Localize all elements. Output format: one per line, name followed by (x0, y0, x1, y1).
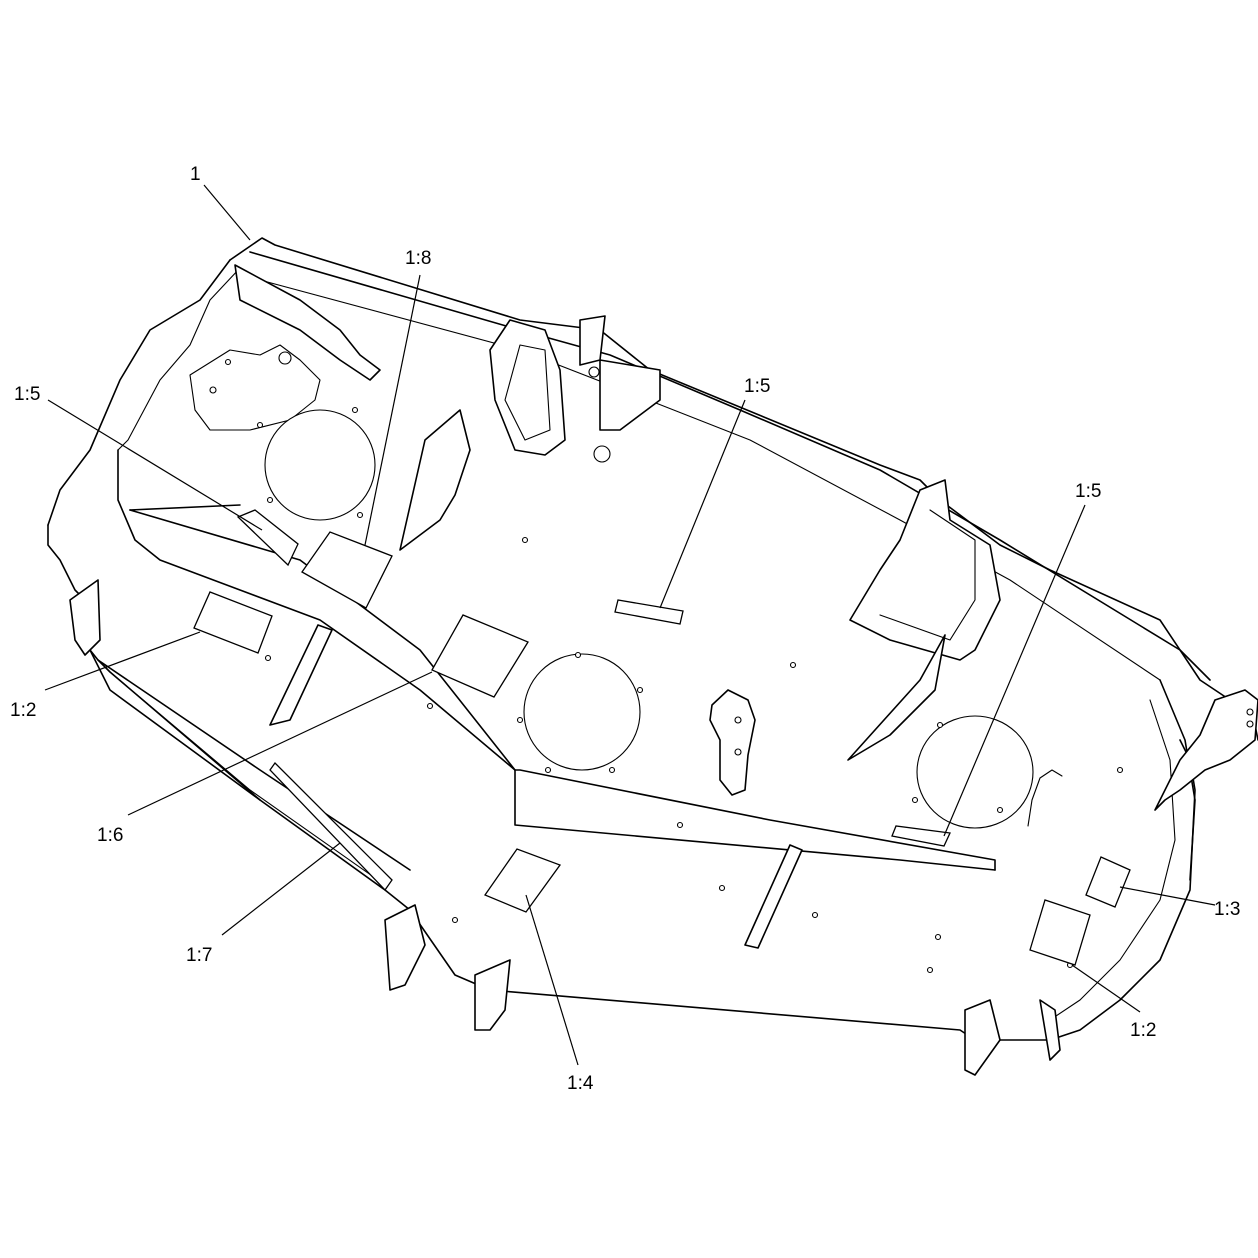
baffles (269, 409, 946, 949)
decal-1-5-center (614, 599, 684, 625)
decal-1-8 (301, 531, 393, 609)
callout-1: 1 (190, 164, 201, 185)
callout-1-5-left: 1:5 (14, 384, 40, 405)
callout-1-8: 1:8 (405, 248, 431, 269)
callout-1-3: 1:3 (1214, 899, 1240, 920)
center-mount-bracket (489, 315, 661, 463)
left-mount-bracket (189, 264, 381, 431)
hook-rod (1027, 769, 1063, 827)
decal-1-5-right (891, 825, 951, 847)
decal-1-3 (1085, 856, 1131, 908)
decals (193, 509, 1131, 966)
right-end-bracket (1154, 689, 1258, 811)
callouts: 1 1:8 1:5 1:5 1:5 1:2 1:6 1:7 1:4 1:3 1:… (10, 164, 1240, 1094)
callout-1-6: 1:6 (97, 825, 123, 846)
blade-openings (264, 409, 1034, 829)
decal-1-6 (431, 614, 529, 698)
callout-1-2-left: 1:2 (10, 700, 36, 721)
right-mount-bracket (849, 479, 1001, 661)
callout-1-2-right: 1:2 (1130, 1020, 1156, 1041)
decal-1-4 (484, 848, 562, 913)
callout-1-5-right: 1:5 (1075, 481, 1101, 502)
front-tabs (69, 579, 1061, 1076)
callout-1-7: 1:7 (186, 945, 212, 966)
idler-plate (709, 689, 756, 796)
callout-1-4: 1:4 (567, 1073, 594, 1094)
callout-1-5-center: 1:5 (744, 376, 770, 397)
leader-lines (44, 184, 1216, 1066)
decal-1-7 (269, 761, 393, 892)
decal-1-2-right (1029, 899, 1091, 966)
decal-1-2-left (193, 591, 273, 654)
bolt-holes (224, 358, 1124, 974)
decal-1-5-left (236, 509, 299, 567)
